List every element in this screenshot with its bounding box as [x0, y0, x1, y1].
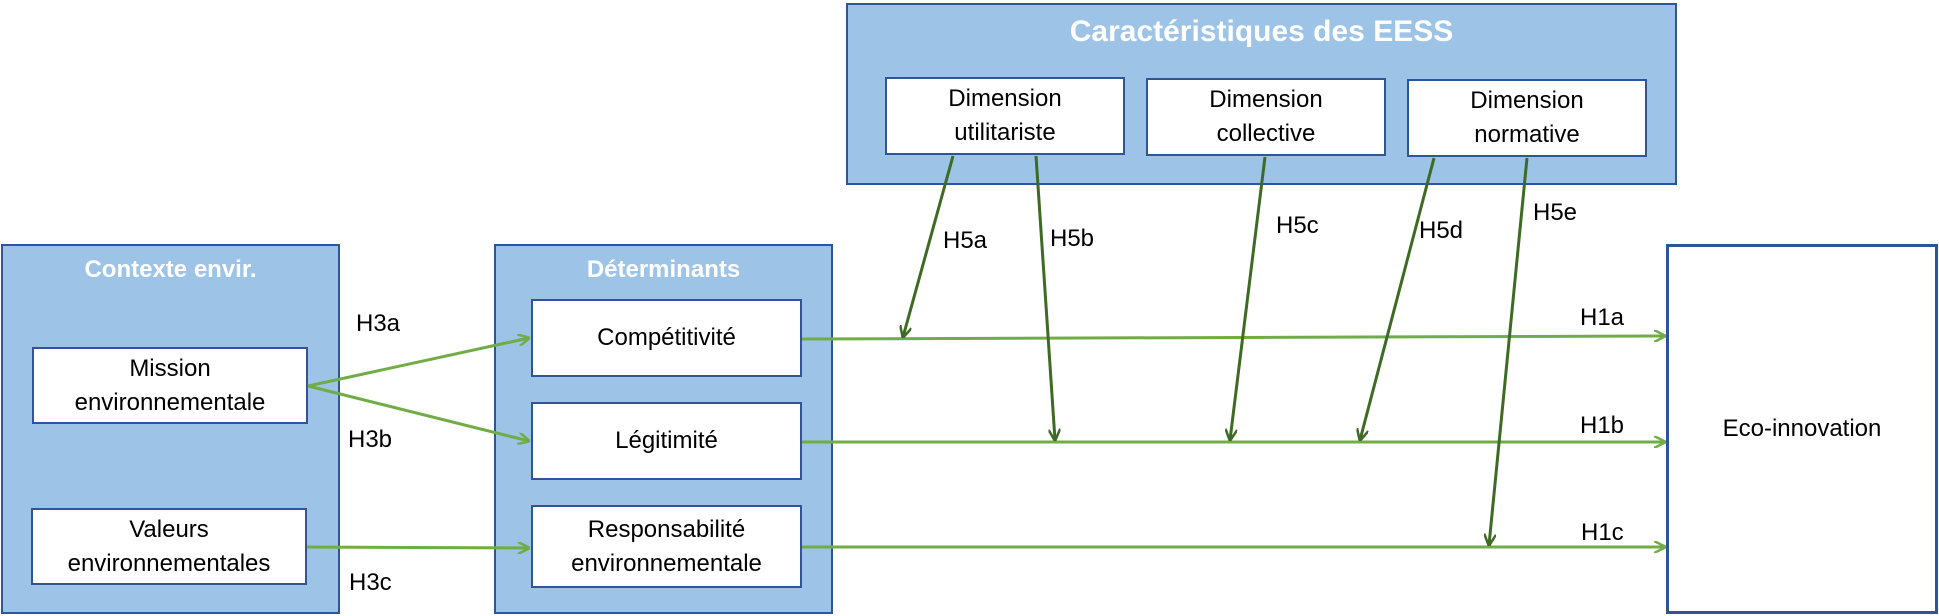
- h5b-label: H5b: [1050, 225, 1095, 252]
- dimension-utilitariste-line2: utilitariste: [954, 119, 1056, 146]
- h5a-arrow: [903, 155, 955, 337]
- competitivite-label: Compétitivité: [597, 324, 736, 351]
- h3a-label: H3a: [356, 310, 401, 337]
- determinants-title: Déterminants: [586, 256, 741, 283]
- dimension-normative-line1: Dimension: [1470, 87, 1584, 114]
- responsabilite-line1: Responsabilité: [587, 515, 746, 543]
- h5c-arrow: [1230, 156, 1267, 440]
- competitivite-box: Compétitivité: [531, 299, 802, 377]
- h1c-label: H1c: [1581, 519, 1624, 546]
- valeurs-line2: environnementales: [67, 549, 271, 577]
- h5d-label: H5d: [1419, 217, 1464, 244]
- h3b-arrow: [307, 384, 529, 441]
- h5e-arrow: [1489, 157, 1529, 545]
- h5e-label: H5e: [1533, 199, 1578, 226]
- eco-innovation-label: Eco-innovation: [1722, 415, 1882, 442]
- h1a-arrow: [801, 336, 1665, 339]
- h1b-label: H1b: [1580, 412, 1625, 439]
- h5c-label: H5c: [1276, 212, 1319, 239]
- valeurs-environnementales-box: Valeurs environnementales: [31, 508, 307, 585]
- legitimite-label: Légitimité: [615, 427, 718, 454]
- h3a-arrow: [307, 338, 529, 388]
- h5a-label: H5a: [943, 227, 988, 254]
- h5b-arrow: [1034, 155, 1055, 440]
- mission-line1: Mission: [129, 354, 211, 382]
- responsabilite-environnementale-box: Responsabilité environnementale: [531, 505, 802, 588]
- dimension-normative-box: Dimension normative: [1407, 79, 1647, 157]
- mission-line2: environnementale: [74, 388, 266, 416]
- dimension-normative-line2: normative: [1474, 121, 1580, 148]
- dimension-utilitariste-box: Dimension utilitariste: [885, 77, 1125, 155]
- h3b-label: H3b: [348, 426, 393, 453]
- dimension-utilitariste-line1: Dimension: [948, 85, 1062, 112]
- legitimite-box: Légitimité: [531, 402, 802, 480]
- mission-environnementale-box: Mission environnementale: [32, 347, 308, 424]
- dimension-collective-box: Dimension collective: [1146, 78, 1386, 156]
- h3c-label: H3c: [349, 569, 392, 596]
- valeurs-line1: Valeurs: [129, 515, 209, 543]
- responsabilite-line2: environnementale: [571, 549, 762, 577]
- h5d-arrow: [1360, 157, 1436, 440]
- h3c-arrow: [306, 547, 529, 548]
- caracteristiques-title: Caractéristiques des EESS: [1069, 15, 1454, 48]
- h1a-label: H1a: [1580, 304, 1625, 331]
- contexte-title: Contexte envir.: [84, 256, 257, 283]
- dimension-collective-line1: Dimension: [1209, 86, 1323, 113]
- dimension-collective-line2: collective: [1216, 120, 1316, 147]
- eco-innovation-box: Eco-innovation: [1666, 244, 1938, 614]
